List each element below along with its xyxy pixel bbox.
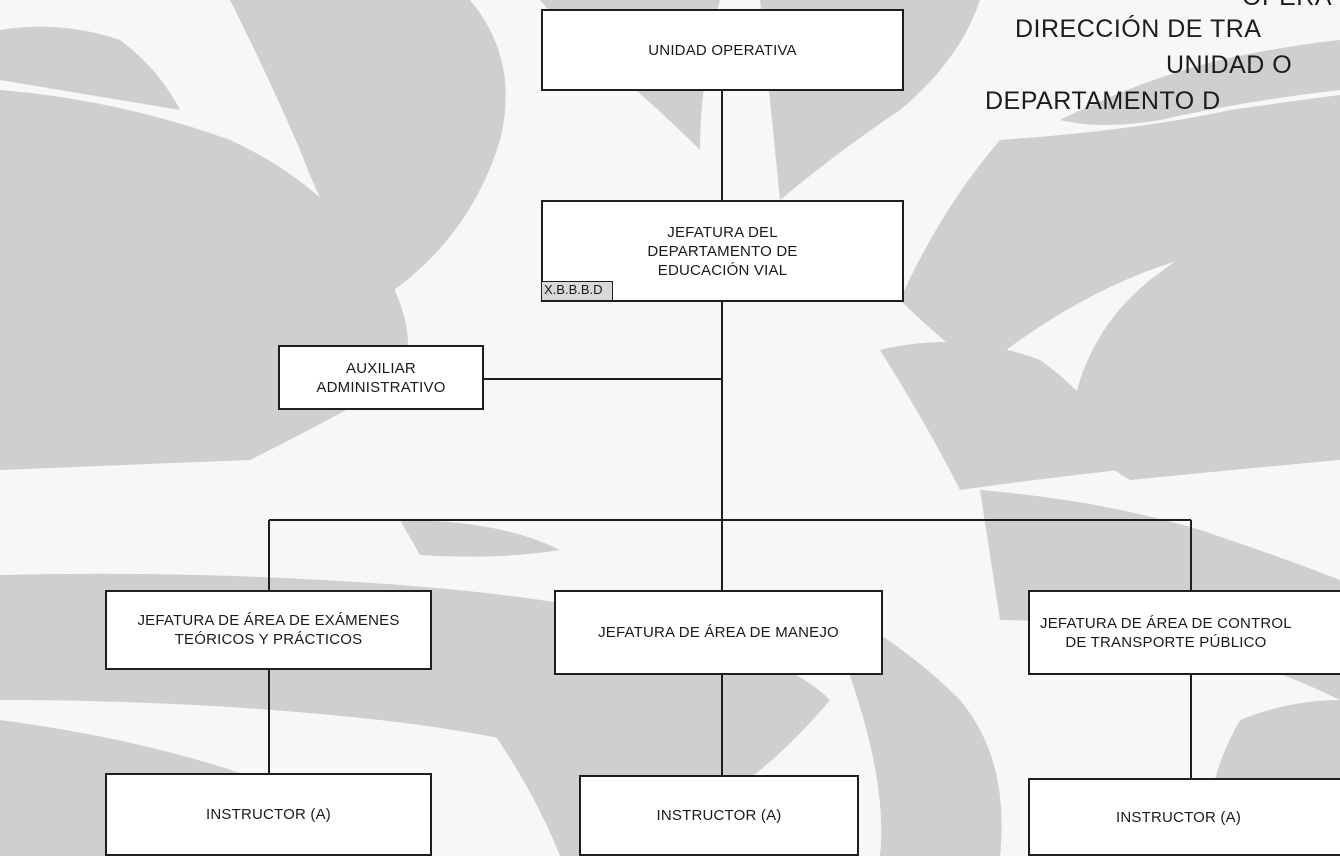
- watermark-petal: [230, 0, 506, 300]
- node-unidad-operativa: UNIDAD OPERATIVA: [541, 9, 904, 91]
- watermark-petal: [400, 520, 560, 557]
- node-area-manejo: JEFATURA DE ÁREA DE MANEJO: [554, 590, 883, 675]
- node-area-control: JEFATURA DE ÁREA DE CONTROL DE TRANSPORT…: [1028, 590, 1340, 675]
- watermark-petal: [1075, 180, 1340, 480]
- header-line-2: DIRECCIÓN DE TRA: [1015, 15, 1262, 43]
- node-instructor-1: INSTRUCTOR (A): [105, 773, 432, 856]
- node-instructor-2: INSTRUCTOR (A): [579, 775, 859, 856]
- node-area-examenes: JEFATURA DE ÁREA DE EXÁMENES TEÓRICOS Y …: [105, 590, 432, 670]
- watermark-petal: [1060, 40, 1340, 125]
- node-code-badge: X.B.B.B.D: [541, 281, 613, 301]
- header-line-3: UNIDAD O: [1166, 51, 1293, 79]
- watermark-petal: [900, 95, 1340, 370]
- header-line-1: OPERA: [1242, 0, 1332, 12]
- watermark-petal: [880, 342, 1120, 490]
- node-instructor-3: INSTRUCTOR (A): [1028, 778, 1340, 856]
- header-line-4: DEPARTAMENTO D: [985, 87, 1221, 115]
- watermark-petal: [0, 26, 180, 111]
- node-jefatura-departamento-label: JEFATURA DEL DEPARTAMENTO DE EDUCACIÓN V…: [647, 223, 798, 279]
- node-auxiliar-administrativo: AUXILIAR ADMINISTRATIVO: [278, 345, 484, 410]
